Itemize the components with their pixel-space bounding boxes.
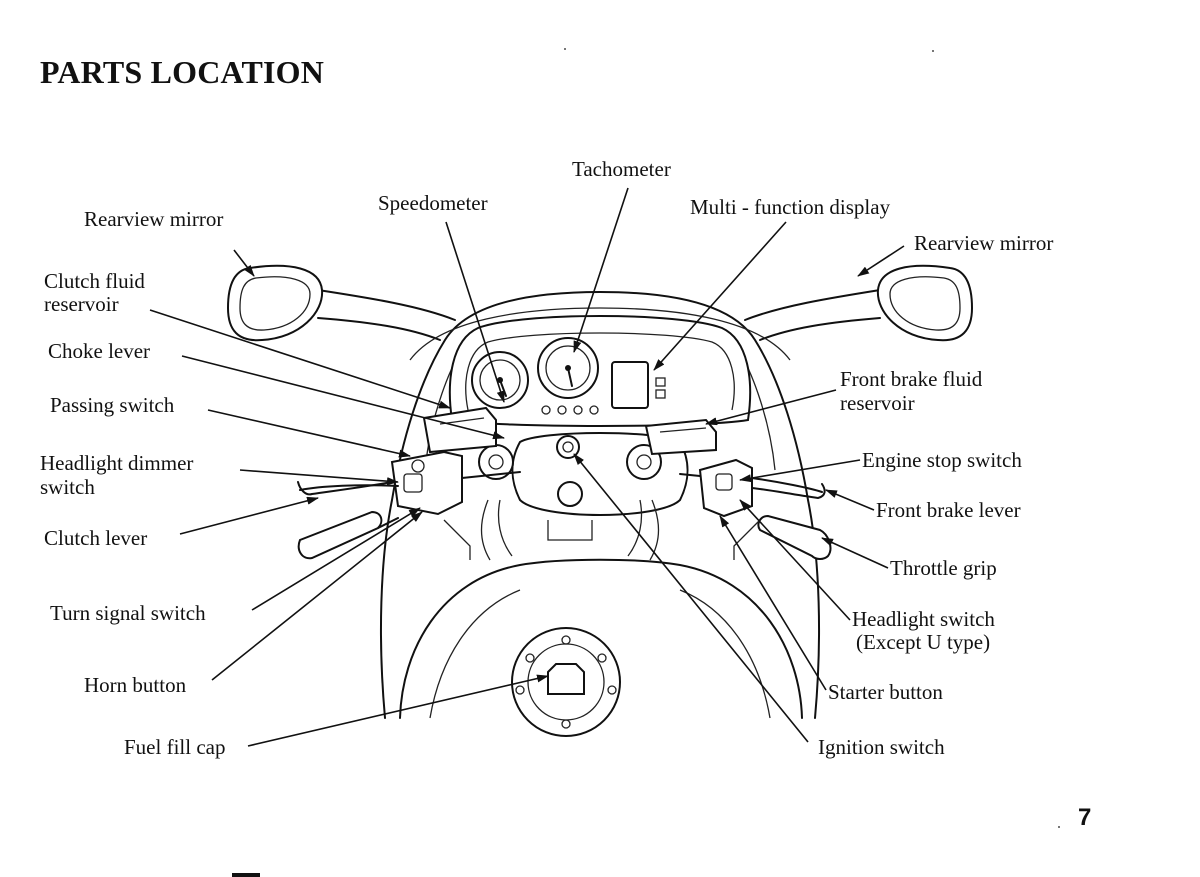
fuel-cap-shape [511, 627, 621, 737]
label-fuel-fill-cap: Fuel fill cap [124, 735, 226, 759]
label-tachometer: Tachometer [572, 157, 671, 181]
page-title: PARTS LOCATION [40, 54, 325, 90]
label-headlight-dimmer-switch-line2: switch [40, 475, 95, 499]
instrument-cluster [448, 315, 752, 427]
label-horn-button: Horn button [84, 673, 187, 697]
fuel-tank [399, 558, 803, 719]
label-headlight-dimmer-switch-line1: Headlight dimmer [40, 451, 194, 475]
tachometer-gauge [537, 337, 599, 399]
label-ignition-switch: Ignition switch [818, 735, 945, 759]
left-handlebar-assembly [297, 406, 521, 560]
label-clutch-fluid-reservoir-line1: Clutch fluid [44, 269, 145, 293]
label-headlight-switch-line2: (Except U type) [856, 630, 991, 654]
label-front-brake-fluid-reservoir-line1: Front brake fluid [840, 367, 983, 391]
label-engine-stop-switch: Engine stop switch [862, 448, 1022, 472]
label-front-brake-fluid-reservoir-line2: reservoir [840, 391, 915, 415]
page-number: 7 [1078, 804, 1092, 831]
label-multi-function-display: Multi - function display [690, 195, 891, 219]
multi-function-display-panel [611, 361, 666, 409]
label-clutch-fluid-reservoir-line2: reservoir [44, 292, 119, 316]
mirror-stalks [317, 289, 881, 341]
label-turn-signal-switch: Turn signal switch [50, 601, 206, 625]
right-handlebar-assembly [626, 418, 832, 560]
leader-lines [149, 187, 905, 747]
label-rearview-mirror-left: Rearview mirror [84, 207, 224, 231]
rearview-mirror-right-shape [876, 264, 974, 342]
indicator-lights [541, 405, 599, 415]
label-clutch-lever: Clutch lever [44, 526, 148, 550]
scan-marks [232, 48, 1060, 877]
label-passing-switch: Passing switch [50, 393, 175, 417]
label-headlight-switch-line1: Headlight switch [852, 607, 995, 631]
speedometer-gauge [471, 351, 529, 409]
label-throttle-grip: Throttle grip [890, 556, 997, 580]
label-speedometer: Speedometer [378, 191, 488, 215]
label-starter-button: Starter button [828, 680, 943, 704]
label-rearview-mirror-right: Rearview mirror [914, 231, 1054, 255]
cables [443, 499, 761, 561]
label-choke-lever: Choke lever [48, 339, 151, 363]
rearview-mirror-left-shape [226, 264, 324, 342]
label-front-brake-lever: Front brake lever [876, 498, 1021, 522]
